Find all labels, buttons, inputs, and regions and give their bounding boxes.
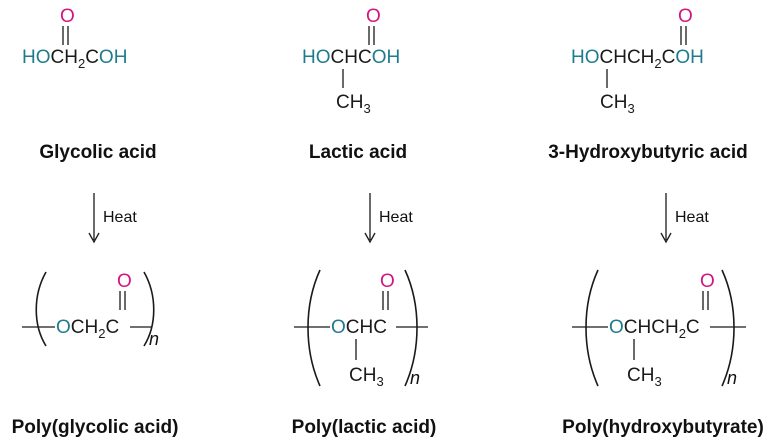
carbonyl-oxygen: O — [366, 6, 381, 27]
carbonyl-oxygen: O — [380, 271, 395, 292]
repeat-count-n: n — [727, 368, 737, 388]
monomer-name-lactic-acid: Lactic acid — [309, 142, 407, 163]
repeat-unit-formula: OCH2C — [56, 317, 119, 341]
repeat-unit-formula: OCHCH2C — [609, 317, 700, 341]
formula-line: HOCHCH2COH — [571, 47, 704, 71]
carbonyl-oxygen: O — [678, 6, 693, 27]
right-bracket — [143, 271, 155, 347]
heat-label: Heat — [675, 209, 709, 226]
polymer-name-poly-hydroxybutyrate: Poly(hydroxybutyrate) — [562, 417, 764, 438]
methyl-group: CH3 — [627, 365, 662, 389]
hydroxybutyric-acid-structure: O HOCHCH2COH CH3 — [571, 6, 704, 116]
carbonyl-oxygen: O — [60, 6, 75, 27]
monomer-name-hydroxybutyric-acid: 3-Hydroxybutyric acid — [548, 142, 748, 163]
polymer-name-poly-glycolic-acid: Poly(glycolic acid) — [12, 417, 179, 438]
left-bracket — [35, 271, 47, 347]
lactic-acid-structure: O HOCHCOH CH3 — [302, 6, 400, 116]
glycolic-acid-structure: O HOCH2COH — [22, 6, 127, 71]
poly-lactic-acid-structure: O OCHC CH3 n — [294, 269, 428, 389]
arrow-head-icon — [660, 232, 672, 244]
monomer-name-glycolic-acid: Glycolic acid — [39, 142, 156, 163]
repeat-unit-formula: OCHC — [331, 317, 387, 338]
arrow-head-icon — [88, 232, 100, 244]
heat-arrow-2: Heat — [364, 193, 413, 244]
repeat-count-n: n — [410, 368, 420, 388]
formula-line: HOCHCOH — [302, 47, 400, 68]
arrow-head-icon — [364, 232, 376, 244]
heat-arrow-3: Heat — [660, 193, 709, 244]
formula-line: HOCH2COH — [22, 47, 127, 71]
methyl-group: CH3 — [336, 92, 371, 116]
heat-label: Heat — [379, 209, 413, 226]
left-bracket — [585, 269, 599, 387]
carbonyl-oxygen: O — [117, 271, 132, 292]
left-bracket — [307, 269, 321, 387]
polymer-name-poly-lactic-acid: Poly(lactic acid) — [292, 417, 437, 438]
heat-arrow-1: Heat — [88, 193, 137, 244]
heat-label: Heat — [103, 209, 137, 226]
methyl-group: CH3 — [600, 92, 635, 116]
carbonyl-oxygen: O — [700, 271, 715, 292]
poly-glycolic-acid-structure: O OCH2C n — [22, 271, 159, 349]
repeat-count-n: n — [149, 329, 159, 349]
methyl-group: CH3 — [349, 365, 384, 389]
poly-hydroxybutyrate-structure: O OCHCH2C CH3 n — [572, 269, 746, 389]
